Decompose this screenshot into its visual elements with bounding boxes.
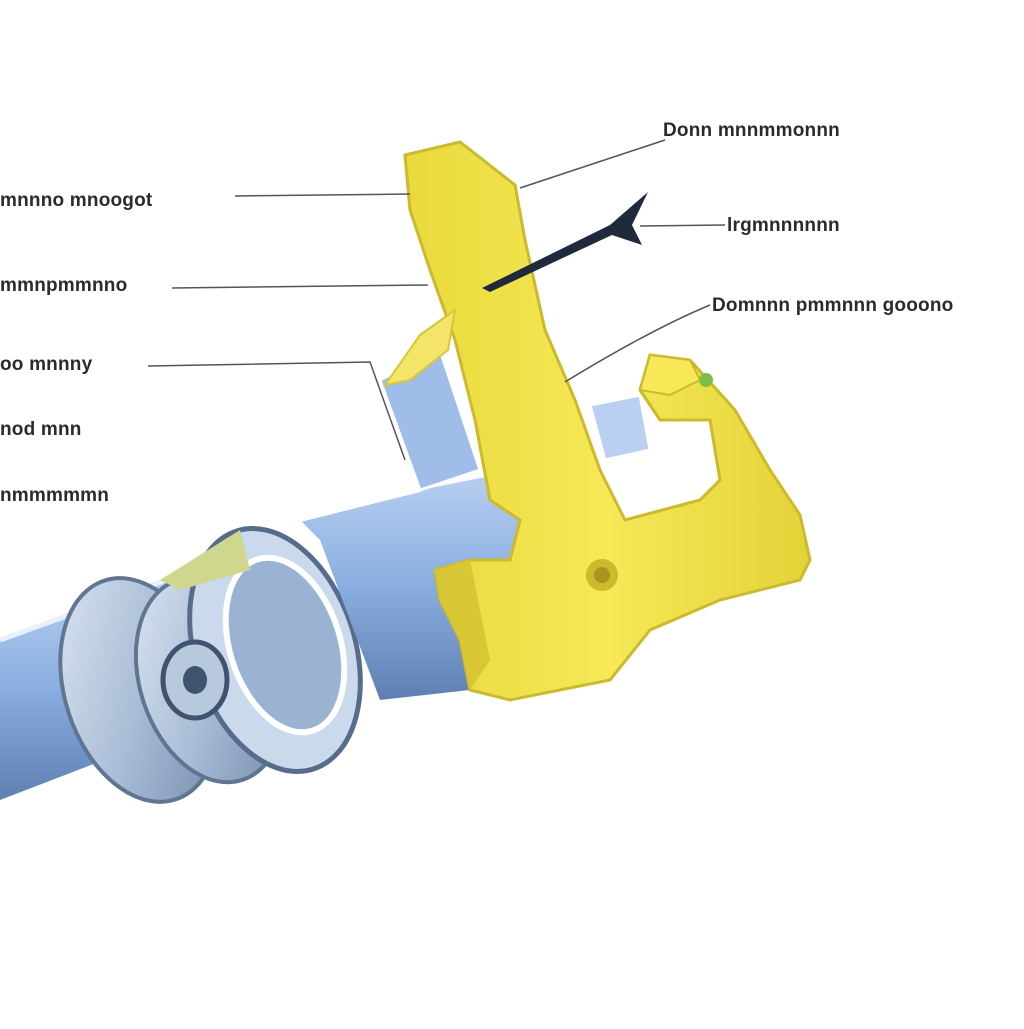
leader-line-right-1 xyxy=(639,224,726,227)
coupling-assembly xyxy=(58,526,363,804)
callout-label-left-5: nmmmmmn xyxy=(0,485,110,506)
callout-label-left-4: nod mnn xyxy=(0,419,82,440)
leader-line-left-2 xyxy=(147,361,406,461)
callout-label-left-2: mmnpmmnno xyxy=(0,275,128,296)
callout-label-left-3: oo mnnny xyxy=(0,354,93,375)
leader-line-left-0 xyxy=(234,193,411,197)
leader-line-right-0 xyxy=(519,139,666,189)
callout-label-right-2: lrgmnnnnnn xyxy=(727,215,840,236)
pointer-blade xyxy=(482,192,648,292)
leader-lines xyxy=(147,139,726,461)
callout-label-left-1: mnnno mnoogot xyxy=(0,190,153,211)
callout-label-right-3: Domnnn pmmnnn gooono xyxy=(712,295,954,316)
leader-line-left-1 xyxy=(171,284,429,289)
callout-label-right-1: Donn mnnmmonnn xyxy=(663,120,840,141)
leader-line-right-2 xyxy=(564,304,711,383)
